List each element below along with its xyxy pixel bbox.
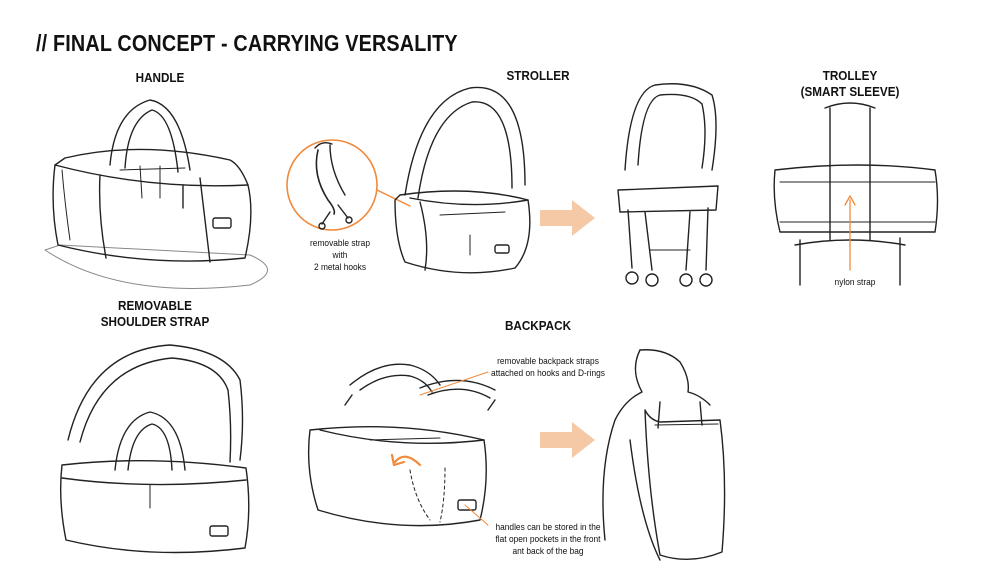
label-shoulder-line1: REMOVABLE	[118, 298, 192, 313]
note-strap-line2: with	[332, 250, 348, 261]
trolley-sketch	[773, 102, 939, 286]
note-backpack-straps-line1: removable backpack straps	[497, 356, 599, 367]
label-stroller: STROLLER	[506, 68, 570, 83]
note-strap-line3: 2 metal hooks	[313, 262, 367, 273]
backpack-bag-sketch	[307, 363, 496, 527]
page-title: // FINAL CONCEPT - CARRYING VERSALITY	[36, 30, 458, 56]
label-trolley-line2: (SMART SLEEVE)	[800, 84, 900, 99]
person-backpack-sketch	[602, 349, 726, 561]
label-handle: HANDLE	[135, 70, 185, 85]
note-handles-line1: handles can be stored in the	[495, 522, 601, 533]
label-shoulder-line2: SHOULDER STRAP	[100, 314, 210, 329]
stroller-sketch	[617, 83, 719, 287]
arrow-right-icon	[540, 422, 595, 458]
label-trolley-line1: TROLLEY	[822, 68, 878, 83]
stroller-bag-sketch	[394, 86, 531, 274]
arrow-right-icon	[540, 200, 595, 236]
note-nylon: nylon strap	[834, 277, 876, 288]
note-strap-line1: removable strap	[310, 238, 370, 249]
label-backpack: BACKPACK	[504, 318, 572, 333]
note-handles-line3: ant back of the bag	[512, 546, 584, 557]
handle-bag-sketch	[44, 99, 268, 289]
note-backpack-straps-line2: attached on hooks and D-rings	[491, 368, 605, 379]
note-handles-line2: flat open pockets in the front	[495, 534, 601, 545]
strap-callout	[286, 139, 411, 231]
shoulder-bag-sketch	[59, 344, 250, 554]
